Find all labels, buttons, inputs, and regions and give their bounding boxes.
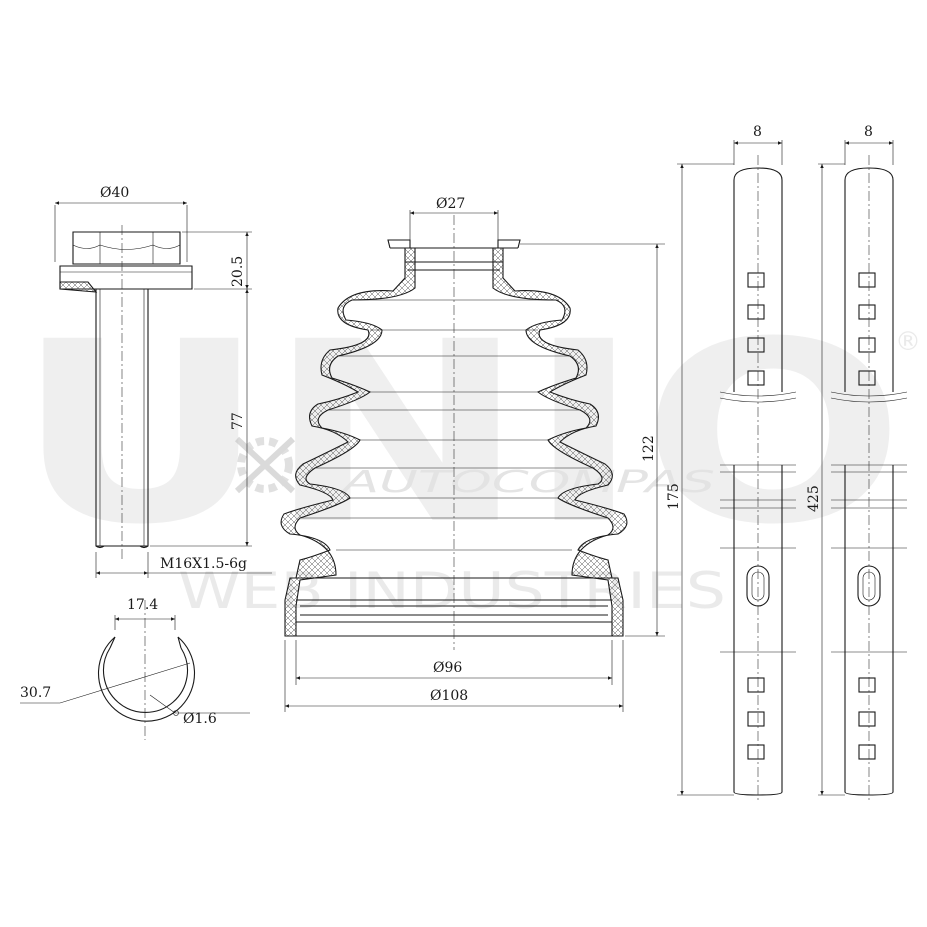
boot-small-diameter-label: Ø27: [436, 196, 465, 212]
ring-diameter-label: 30.7: [20, 685, 51, 701]
bolt-head-diameter-label: Ø40: [100, 185, 129, 201]
clamp-2-width-label: 8: [864, 124, 873, 140]
watermark: UNIO ® AUTOCOMPAS WEB INDUSTRIES: [15, 288, 921, 620]
boot-height-label: 122: [641, 435, 657, 462]
watermark-registered: ®: [895, 327, 921, 357]
bolt-head-height-label: 20.5: [230, 256, 246, 287]
clamp-strap-2: 8 425: [806, 124, 908, 800]
bolt-shank-length-label: 77: [230, 412, 246, 430]
bolt-thread-label: M16X1.5-6g: [160, 556, 247, 572]
bolt-drawing: Ø40 20.5 77 M16X1.5-6g: [54, 185, 272, 578]
clamp-1-width-label: 8: [753, 124, 762, 140]
watermark-brand: UNIO: [15, 288, 905, 579]
ring-width-label: 17.4: [127, 597, 158, 613]
ring-wire-label: Ø1.6: [183, 711, 217, 727]
boot-outer-large-diameter-label: Ø108: [430, 688, 468, 704]
watermark-line1: AUTOCOMPAS: [339, 465, 715, 500]
clamp-1-length-label: 175: [666, 483, 682, 510]
cv-boot-drawing: Ø27 122 Ø96 Ø108: [280, 196, 665, 712]
clamp-strap-1: 8 175: [666, 124, 797, 800]
boot-inner-large-diameter-label: Ø96: [433, 660, 462, 676]
watermark-line2: WEB INDUSTRIES: [178, 562, 726, 620]
clamp-2-length-label: 425: [806, 485, 822, 512]
ring-clip-drawing: 17.4 30.7 Ø1.6: [20, 597, 250, 740]
